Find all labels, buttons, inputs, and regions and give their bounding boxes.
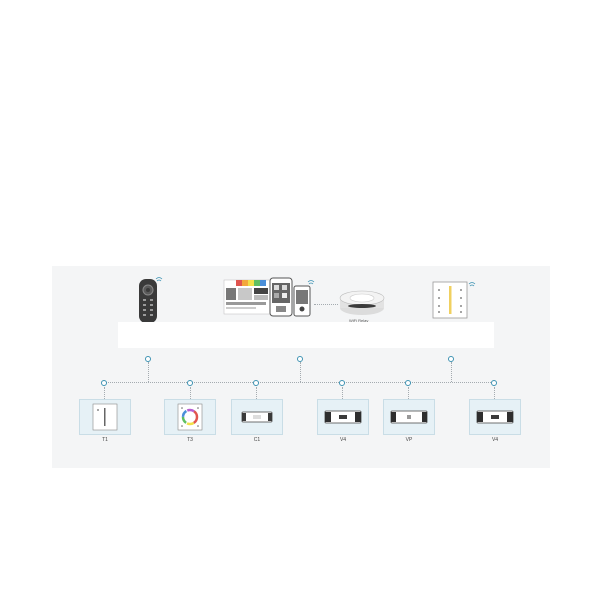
hub-node-3: [448, 356, 454, 362]
device-label-t1: T1: [102, 437, 108, 443]
device-label-c1: C1: [253, 437, 261, 443]
single-color-wall-panel-icon: [92, 403, 118, 431]
device-card-vp: [383, 399, 435, 435]
device-node: [491, 380, 497, 386]
device-label-vp: VP: [405, 437, 413, 443]
device-link: [494, 387, 495, 399]
wall-panel-icon: [432, 281, 476, 319]
device-link: [408, 387, 409, 399]
receiver-icon: [390, 410, 428, 424]
app-relay-link: [314, 304, 338, 305]
device-card-v4-2: [469, 399, 521, 435]
device-label-v4-2: V4: [491, 437, 499, 443]
receiver-icon: [324, 410, 362, 424]
wifi-relay-icon: [339, 290, 385, 315]
receiver-icon: [476, 410, 514, 424]
device-node: [253, 380, 259, 386]
controller-icon: [241, 411, 273, 423]
device-card-t3: [164, 399, 216, 435]
hub-link-1: [148, 362, 149, 382]
device-label-v4: V4: [339, 437, 347, 443]
device-link: [256, 387, 257, 399]
hub-link-2: [300, 362, 301, 382]
device-card-t1: [79, 399, 131, 435]
device-node: [339, 380, 345, 386]
device-label-t3: T3: [187, 437, 193, 443]
hub-node-1: [145, 356, 151, 362]
device-link: [190, 387, 191, 399]
rgb-wall-panel-icon: [177, 403, 203, 431]
device-link: [342, 387, 343, 399]
rf-remote-icon: [139, 277, 163, 323]
device-node: [101, 380, 107, 386]
smartphone-app-icon: [223, 277, 315, 317]
device-node: [405, 380, 411, 386]
device-link: [104, 387, 105, 399]
device-card-c1: [231, 399, 283, 435]
signal-band: [118, 322, 494, 348]
hub-link-3: [451, 362, 452, 382]
bus-line: [105, 382, 495, 383]
device-node: [187, 380, 193, 386]
hub-node-2: [297, 356, 303, 362]
device-card-v4: [317, 399, 369, 435]
wifi-relay-label: WiFi Relay: [349, 318, 369, 323]
